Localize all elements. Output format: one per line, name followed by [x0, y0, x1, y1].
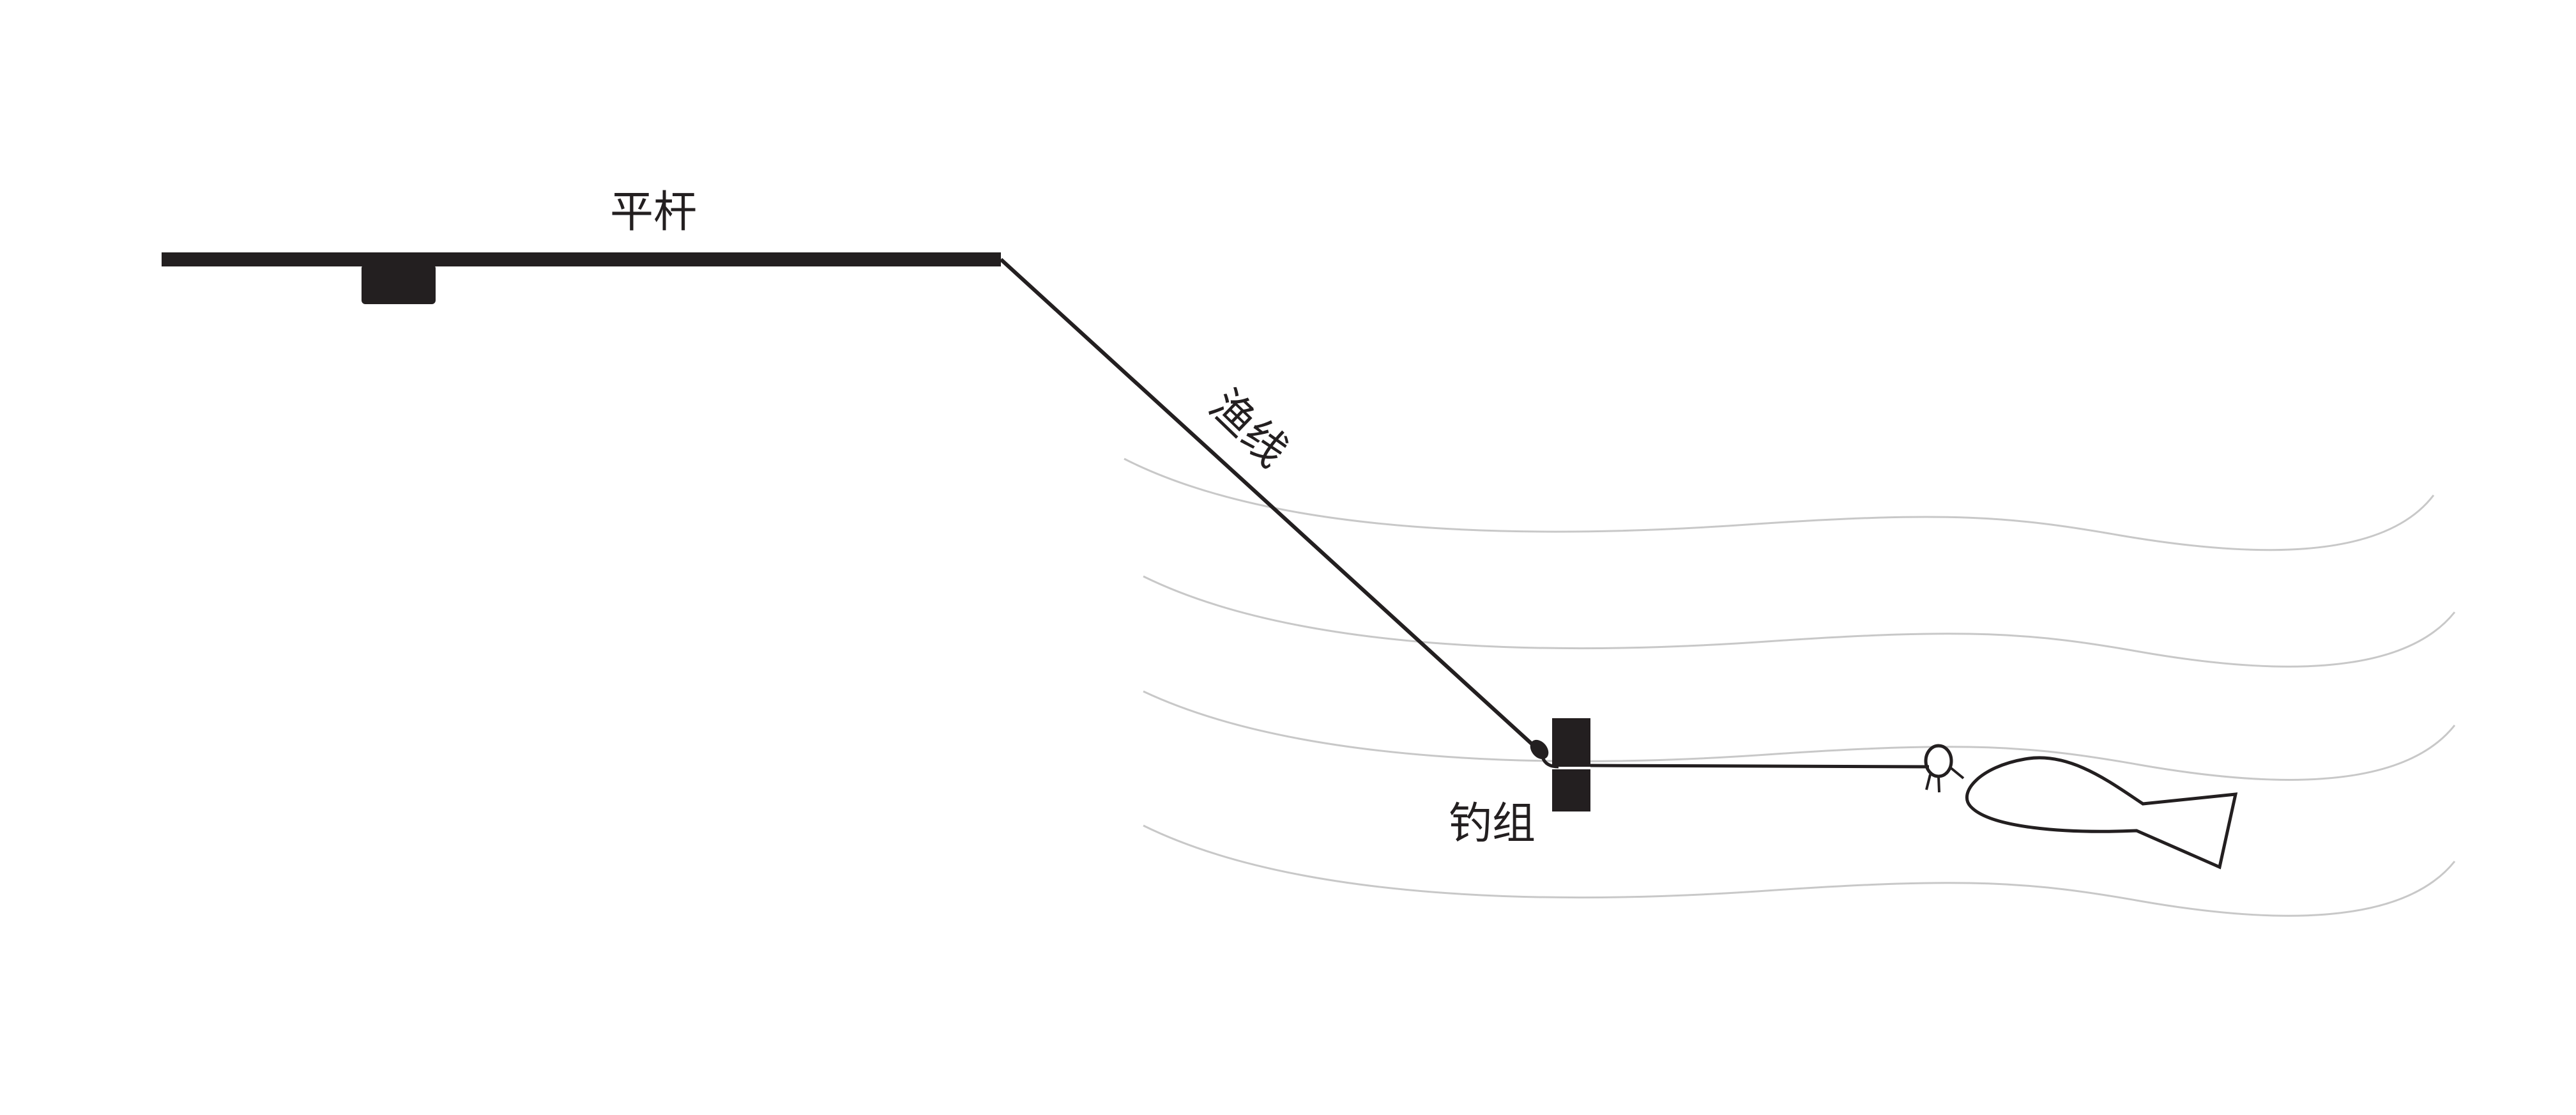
water-wave-2: [1143, 575, 2456, 668]
bait-float-icon: [1924, 744, 1965, 793]
label-rod: 平杆: [610, 187, 697, 238]
water-wave-4: [1143, 824, 2456, 917]
label-hook-set: 钓组: [1449, 799, 1536, 849]
bait-leg-left: [1925, 774, 1932, 790]
water-waves: [1124, 458, 2456, 917]
water-wave-1: [1124, 458, 2435, 551]
bait-leg-right: [1948, 765, 1965, 780]
sinker-icon: [1552, 718, 1590, 811]
rod-bar: [162, 252, 1001, 266]
bait-float-ring: [1924, 744, 1953, 778]
fish-icon: [1965, 756, 2238, 870]
swivel-knot: [1530, 739, 1549, 760]
reel-seat-icon: [362, 265, 436, 304]
fishing-line: [999, 258, 1541, 753]
label-fishing-line: 渔线: [1200, 380, 1297, 477]
rod: [162, 252, 1001, 304]
leader-line: [1590, 764, 1930, 769]
sinker-top: [1552, 718, 1590, 767]
sinker-bottom: [1552, 769, 1590, 811]
